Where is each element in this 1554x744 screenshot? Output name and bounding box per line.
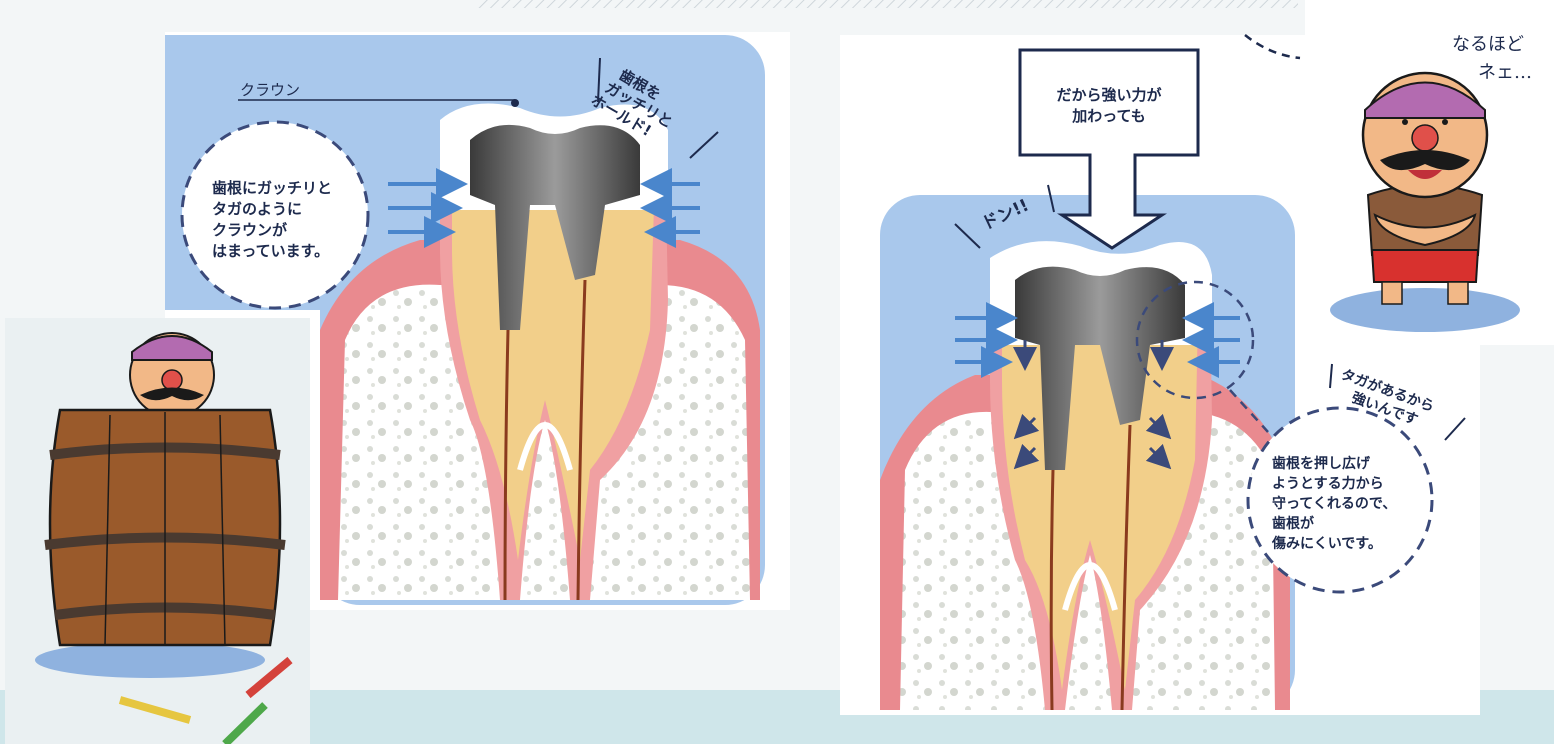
bubble-line: 歯根を押し広げ — [1272, 455, 1371, 472]
speech-line: なるほど — [1452, 34, 1524, 55]
top-stripe — [478, 0, 1298, 8]
bubble-line: はまっています。 — [212, 242, 329, 260]
bubble-line: 傷みにくいです。 — [1271, 535, 1382, 552]
bubble-line: 守ってくれるので、 — [1272, 495, 1396, 512]
right-canal-a — [1051, 470, 1053, 710]
barrel-pirate-illustration — [5, 318, 310, 744]
bubble-line: 歯根が — [1272, 515, 1315, 532]
crown-pointer-dot — [511, 99, 519, 107]
force-box-line: だから強い力が — [1056, 86, 1162, 104]
bubble-line: タガのように — [212, 200, 302, 218]
speech-line: ネェ… — [1478, 62, 1532, 83]
bubble-line: ようとする力から — [1272, 475, 1384, 492]
bubble-line: 歯根にガッチリと — [212, 179, 332, 197]
force-box-line: 加わっても — [1071, 107, 1146, 125]
crown-label: クラウン — [240, 81, 300, 99]
bubble-line: クラウンが — [212, 221, 288, 239]
